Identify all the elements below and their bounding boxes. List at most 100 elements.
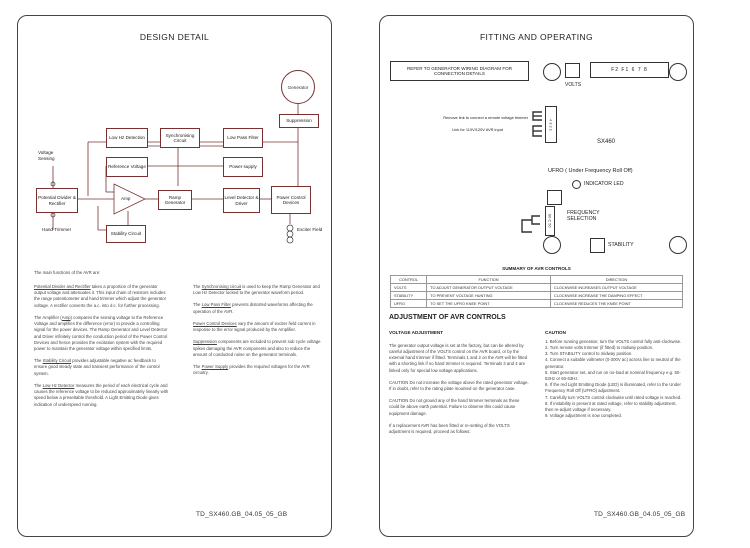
link-terminal-labels: 4 3 2 1	[548, 118, 554, 131]
paragraph: The Amplifier (Amp) compares the sensing…	[34, 315, 170, 352]
page-title: FITTING AND OPERATING	[479, 32, 594, 42]
table-cell: UFRO	[389, 299, 428, 308]
link-bracket-icon	[532, 111, 542, 137]
ufro-potentiometer	[547, 190, 562, 205]
paragraph: Suppression components are included to p…	[193, 339, 321, 358]
table-cell: CLOCKWISE REDUCES THE KNEE POINT	[549, 299, 684, 308]
description: takes a proportion of the generator outp…	[34, 284, 167, 308]
functions-column-1: Potential Divider and Rectifier takes a …	[34, 284, 170, 414]
table-header-row: CONTROL FUNCTION DIRECTION	[389, 275, 684, 284]
mounting-hole	[669, 236, 687, 254]
paragraph: Power Control Devices vary the amount of…	[193, 321, 321, 333]
power-supply-block: Power supply	[223, 157, 263, 177]
paragraph: The Low Pass Filter prevents distorted w…	[193, 302, 321, 314]
table-cell: CLOCKWISE INCREASE THE DAMPING EFFECT	[549, 291, 684, 300]
prefix: The Amplifier (	[34, 314, 62, 320]
paragraph: The Low Hz Detector measures the period …	[34, 383, 170, 408]
low-pass-filter-block: Low Pass Filter	[223, 128, 263, 148]
table-cell: TO PREVENT VOLTAGE HUNTING	[426, 291, 551, 300]
mounting-hole	[543, 63, 561, 81]
prefix: The	[193, 302, 202, 308]
refer-wiring-diagram-box: REFER TO GENERATOR WIRING DIAGRAM FOR CO…	[390, 61, 529, 81]
generator-node: Generator	[281, 70, 315, 104]
low-hz-detection-block: Low Hz Detection	[106, 128, 148, 148]
avr-board-panel: REFER TO GENERATOR WIRING DIAGRAM FOR CO…	[385, 52, 687, 262]
potential-divider-block: Potential Divider & Rectifier	[36, 188, 78, 213]
description: is used to keep the Ramp Generator and L…	[193, 284, 320, 296]
adjustment-steps: CAUTION 1. Before running generator, tur…	[545, 330, 683, 420]
voltage-adjustment-text: The generator output voltage is set at t…	[389, 342, 528, 373]
term: Potential Divider and Rectifier	[34, 284, 91, 289]
term: Power Control Devices	[193, 320, 237, 326]
level-detector-block: Level Detector & Driver	[223, 188, 260, 213]
volts-potentiometer	[565, 63, 580, 78]
step: 6. If the red Light Emitting Diode (LED)…	[545, 382, 681, 394]
prefix: The	[193, 284, 202, 289]
prefix: The	[193, 363, 202, 369]
intro-text: The main functions of the AVR are:	[34, 270, 101, 275]
paragraph: The Stability Circuit provides adjustabl…	[34, 358, 170, 377]
table-cell: STABILITY	[389, 291, 428, 300]
reference-voltage-block: Reference Voltage	[106, 157, 148, 177]
voltage-adjustment-heading: VOLTAGE ADJUSTMENT	[389, 330, 444, 335]
step: 2. Turn remote volts trimmer (if fitted)…	[545, 344, 654, 350]
term: Amp	[61, 314, 71, 320]
frequency-selector-pins: 60 C 50	[545, 206, 555, 236]
description: prevents distorted waveforms affecting t…	[193, 302, 313, 314]
stability-circuit-block: Stability Circuit	[106, 225, 146, 243]
description: measures the period of each electrical c…	[34, 382, 169, 407]
table-row: VOLTS TO ADJUST GENERATOR OUTPUT VOLTAGE…	[389, 283, 684, 292]
caution-heading: CAUTION	[545, 330, 566, 335]
prefix: The	[34, 382, 43, 388]
stability-potentiometer	[590, 238, 605, 253]
paragraph: The Synchronising circuit is used to kee…	[193, 284, 321, 296]
document-footer: TD_SX460.GB_04.05_05_GB	[594, 511, 686, 518]
column-header: FUNCTION	[426, 275, 551, 284]
voltage-adjustment-section: VOLTAGE ADJUSTMENT The generator output …	[389, 330, 529, 441]
terminal-block: F2 F1 6 7 8	[590, 62, 669, 78]
indicator-led-label: INDICATOR LED	[584, 181, 624, 187]
description: components are included to prevent sub c…	[193, 339, 321, 357]
column-header: CONTROL	[389, 275, 428, 284]
paragraph: The Power Supply provides the required v…	[193, 364, 321, 376]
ramp-generator-block: Ramp Generator	[158, 190, 192, 210]
term: Suppression	[193, 339, 217, 345]
suppression-block: Suppression	[279, 114, 319, 128]
stability-label: STABILITY	[608, 242, 634, 248]
volts-label: VOLTS	[565, 82, 582, 88]
step: 1. Before running generator, turn the VO…	[545, 338, 682, 344]
document-footer: TD_SX460.GB_04.05_05_GB	[196, 511, 288, 518]
caution-rated-voltage: CAUTION Do not increase the voltage abov…	[389, 379, 529, 391]
prefix: The	[34, 358, 43, 364]
term: Synchronising circuit	[201, 284, 242, 289]
mounting-hole	[669, 63, 687, 81]
step: 4. Connect a suitable voltmeter (0-300V …	[545, 357, 681, 369]
ufro-label: UFRO ( Under Frequency Roll Off)	[548, 168, 633, 174]
power-control-block: Power Control Devices	[271, 186, 311, 214]
description: ) compares the sensing voltage to the Re…	[34, 314, 168, 351]
summary-of-controls: SUMMARY OF AVR CONTROLS CONTROL FUNCTION…	[389, 266, 684, 308]
table-cell: CLOCKWISE INCREASES OUTPUT VOLTAGE	[549, 283, 684, 292]
description: vary the amount of exciter field current…	[193, 320, 316, 333]
step: 7. Carefully turn VOLTS control clockwis…	[545, 394, 682, 400]
page-title: DESIGN DETAIL	[139, 32, 210, 42]
step: 3. Turn STABILITY control to midway posi…	[545, 351, 633, 357]
adjustment-heading: ADJUSTMENT OF AVR CONTROLS	[389, 314, 506, 321]
hand-trimmer-label: Hand Trimmer	[42, 227, 72, 232]
link-input-note: Link for 110V/120V AVR input	[452, 127, 503, 132]
term: Power Supply	[201, 363, 229, 369]
fitting-operating-page: FITTING AND OPERATING REFER TO GENERATOR…	[379, 15, 694, 537]
caution-ground: CAUTION Do not ground any of the hand tr…	[389, 398, 520, 416]
functions-column-2: The Synchronising circuit is used to kee…	[193, 284, 321, 382]
exciter-field-label: Exciter Field	[297, 227, 323, 232]
voltage-sensing-label: Voltage Sensing	[38, 150, 55, 161]
description: provides the required voltages for the A…	[193, 363, 310, 376]
description: provides adjustable negative ac feedback…	[34, 358, 160, 376]
term: Stability Circuit	[42, 358, 72, 364]
frequency-link-icon	[521, 215, 540, 233]
design-detail-page: DESIGN DETAIL	[17, 15, 332, 537]
mounting-hole	[543, 236, 561, 254]
synchronising-circuit-block: Synchronising Circuit	[160, 128, 200, 148]
table-cell: TO ADJUST GENERATOR OUTPUT VOLTAGE	[426, 283, 551, 292]
column-header: DIRECTION	[549, 275, 684, 284]
